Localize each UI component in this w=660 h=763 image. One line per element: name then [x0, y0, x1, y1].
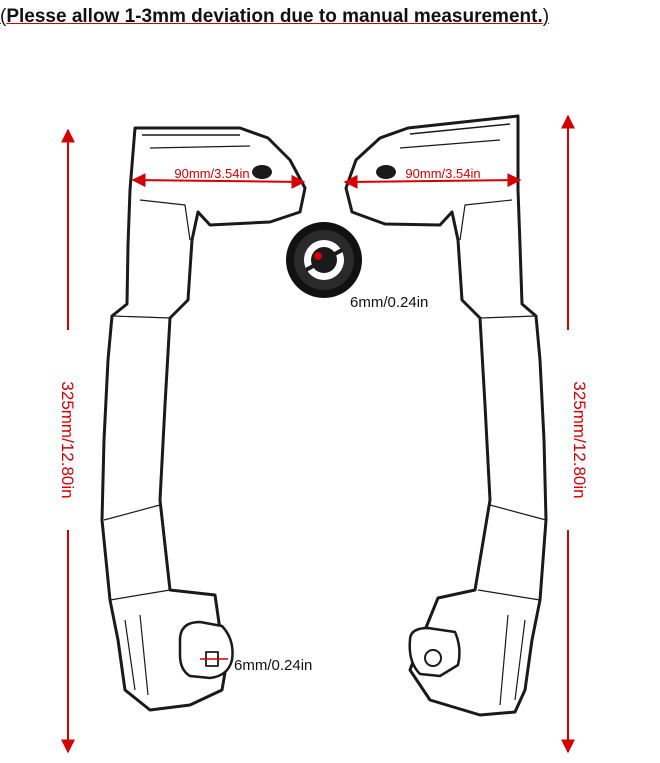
dimension-width-right: 90mm/3.54in	[343, 166, 522, 189]
note-text: Plesse allow 1-3mm deviation due to manu…	[6, 6, 543, 27]
hole-bottom-label: 6mm/0.24in	[234, 657, 312, 674]
height-left-label: 325mm/12.80in	[58, 381, 77, 498]
right-handguard-bracket	[344, 114, 548, 717]
width-right-label: 90mm/3.54in	[405, 166, 480, 181]
hole-detail-closeup	[286, 222, 362, 298]
note-open-paren: (	[0, 6, 7, 27]
hole-top-label: 6mm/0.24in	[350, 294, 428, 311]
note-close-paren: )	[542, 6, 550, 27]
height-right-label: 325mm/12.80in	[570, 381, 589, 498]
dimension-width-left: 90mm/3.54in	[131, 166, 306, 189]
width-left-label: 90mm/3.54in	[174, 166, 249, 181]
dimension-hole-top: 6mm/0.24in	[350, 294, 428, 311]
measurement-note: (Plesse allow 1-3mm deviation due to man…	[0, 6, 549, 28]
dimension-height-right: 325mm/12.80in	[558, 114, 589, 754]
dimension-hole-bottom: 6mm/0.24in	[200, 657, 312, 674]
dimension-height-left: 325mm/12.80in	[58, 128, 78, 754]
left-handguard-bracket	[100, 126, 307, 712]
